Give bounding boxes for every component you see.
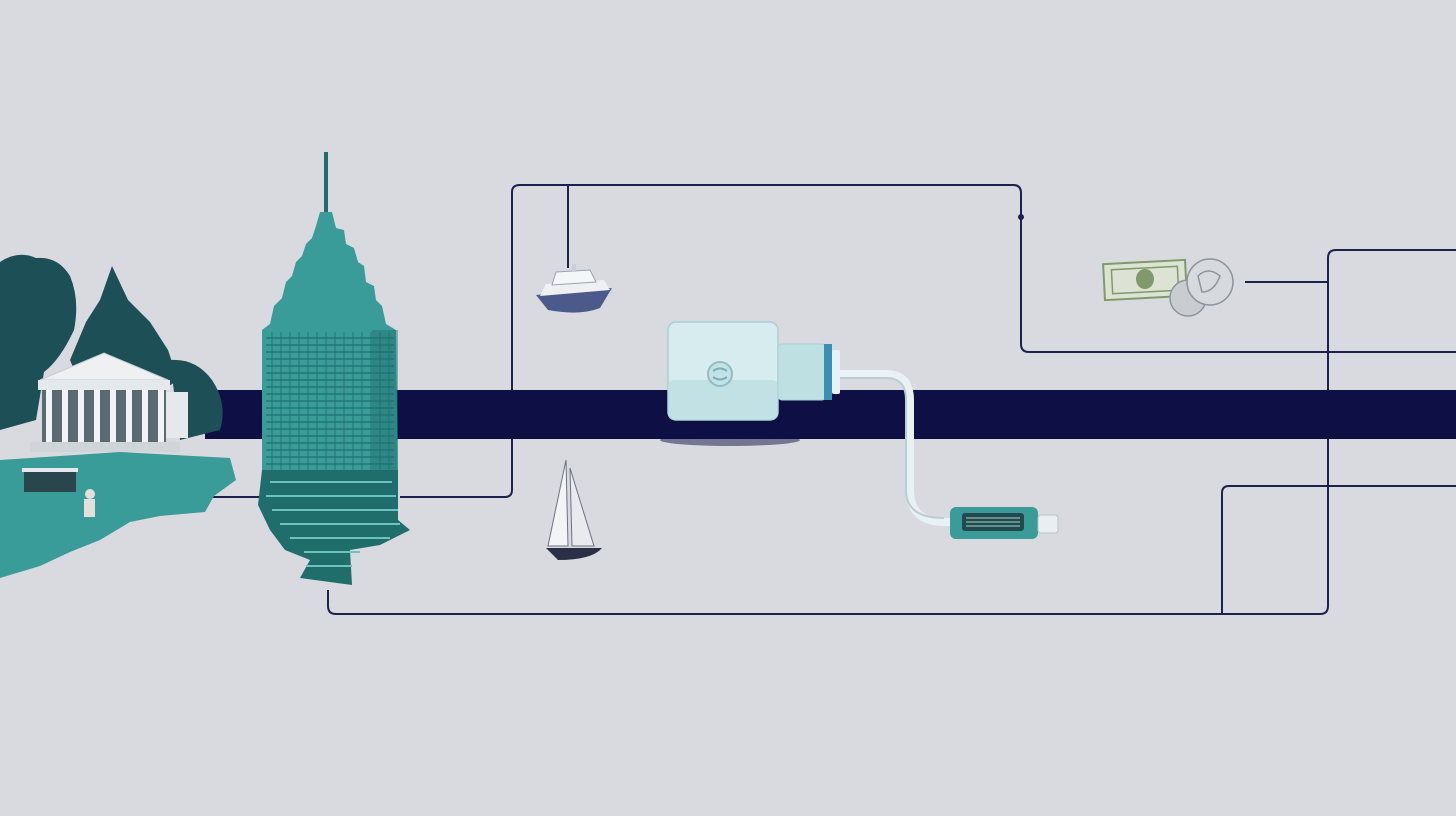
sailboat-hull <box>546 548 602 560</box>
money-icon <box>1102 258 1234 317</box>
tower-tiers <box>262 212 398 490</box>
yacht-icon <box>536 264 612 313</box>
tower-reflection <box>258 470 410 585</box>
columns <box>46 390 164 442</box>
courthouse-icon <box>0 254 236 578</box>
wire-bottom-loop <box>327 249 1456 615</box>
wire-junction-dot <box>1018 214 1024 220</box>
side-wing <box>166 392 188 438</box>
adapter-shadow <box>660 434 800 446</box>
sailboat-icon <box>546 459 602 560</box>
wire-top-loop <box>400 184 1456 498</box>
tree-left <box>0 254 77 430</box>
bill-portrait <box>1136 269 1154 289</box>
steps <box>30 442 180 452</box>
cable <box>836 370 956 526</box>
reflection-ripples <box>266 481 400 567</box>
plug-icon <box>660 321 956 526</box>
adapter-logo-mark <box>712 367 728 381</box>
tower-shadow-side <box>372 330 398 490</box>
adapter-tip <box>832 350 840 394</box>
coin-relief <box>1197 270 1221 293</box>
adapter-ring <box>824 344 832 400</box>
jib-sail <box>569 467 595 547</box>
connector-icon <box>950 507 1059 539</box>
bench-top <box>22 468 78 472</box>
adapter-neck <box>777 343 827 401</box>
adapter-lower-shade <box>668 380 778 420</box>
main-sail <box>547 459 569 547</box>
person-body <box>84 499 95 517</box>
adapter-logo <box>707 361 733 387</box>
entablature <box>38 380 170 390</box>
spire <box>324 152 328 212</box>
skyscraper-icon <box>258 152 410 585</box>
window-rows <box>266 332 394 470</box>
cable-shade <box>840 377 945 519</box>
coin-front <box>1186 258 1234 306</box>
bill-inner <box>1110 265 1180 295</box>
connector-lines <box>966 517 1020 527</box>
wire-right-branch <box>1221 485 1456 614</box>
connector-tip <box>1037 514 1059 534</box>
bench <box>24 470 76 492</box>
person-head <box>85 489 95 499</box>
yacht-mast <box>572 264 576 272</box>
yacht-cabin <box>551 269 597 286</box>
